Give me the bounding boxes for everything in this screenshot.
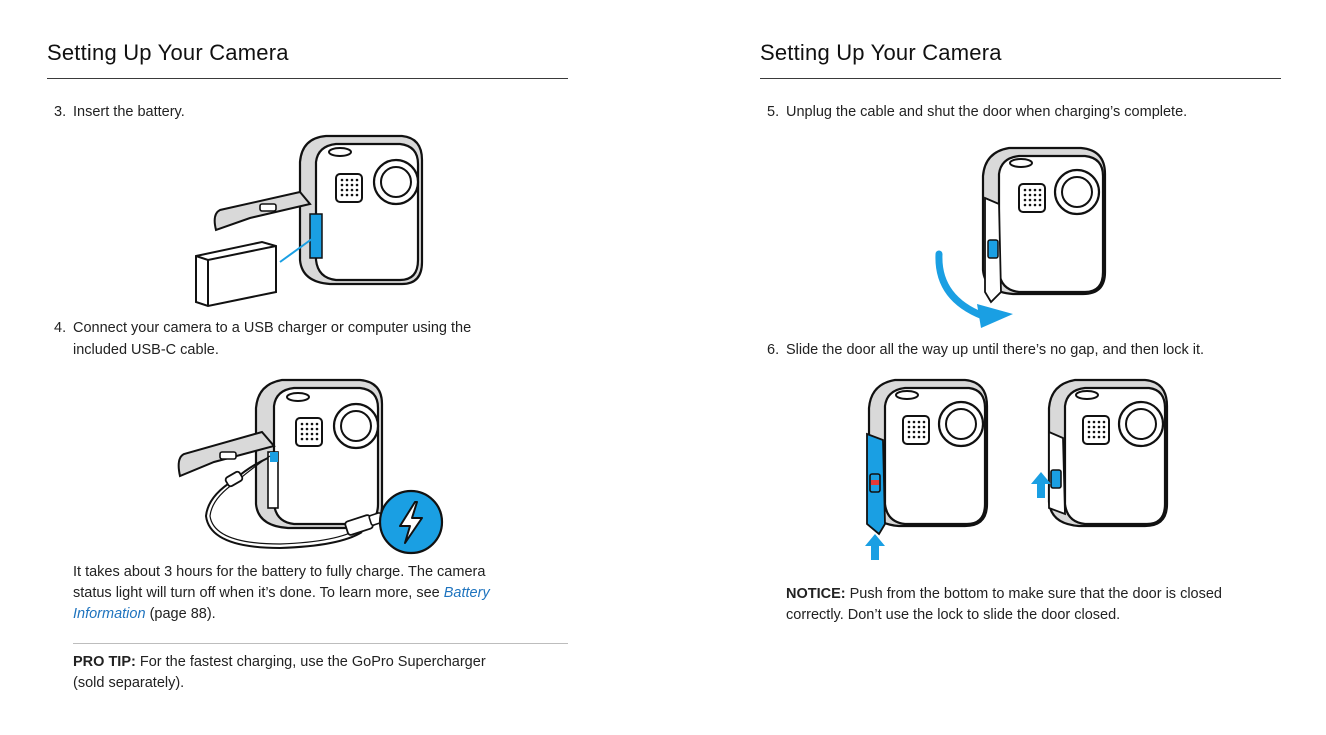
camera-charging-illustration	[177, 378, 384, 550]
charge-note-line-1: It takes about 3 hours for the battery t…	[73, 564, 486, 580]
step-text: Unplug the cable and shut the door when …	[786, 104, 1188, 120]
charge-note-text: status light will turn off when it’s don…	[73, 585, 444, 601]
step-text-line-2: included USB-C cable.	[73, 342, 219, 358]
camera-battery-illustration	[195, 134, 424, 308]
camera-door-close-illustration	[981, 146, 1107, 304]
pro-tip-line-1: PRO TIP: For the fastest charging, use t…	[73, 652, 573, 673]
step-4: 4. Connect your camera to a USB charger …	[54, 317, 614, 361]
step-text: Insert the battery.	[73, 104, 185, 120]
step-number: 4.	[54, 320, 67, 336]
pro-tip-divider	[73, 643, 568, 644]
notice-line-2: correctly. Don’t use the lock to slide t…	[786, 607, 1121, 623]
step-text-line-1: Connect your camera to a USB charger or …	[73, 320, 472, 336]
notice-text: Push from the bottom to make sure that t…	[845, 586, 1222, 602]
charge-note-line-3: Information (page 88).	[73, 604, 573, 625]
page-title: Setting Up Your Camera	[760, 40, 1002, 65]
curved-arrow-icon	[935, 250, 1013, 328]
notice-line-1: NOTICE: Push from the bottom to make sur…	[786, 584, 1306, 605]
step-6: 6. Slide the door all the way up until t…	[767, 339, 1307, 361]
pro-tip-line-2: (sold separately).	[73, 675, 185, 691]
left-page: Setting Up Your Camera 3. Insert the bat…	[47, 40, 614, 696]
step-number: 3.	[54, 104, 67, 120]
step-number: 5.	[767, 104, 780, 120]
page-reference: (page 88).	[145, 606, 216, 622]
title-rule	[47, 78, 568, 79]
pro-tip-text: For the fastest charging, use the GoPro …	[135, 654, 486, 670]
step-5: 5. Unplug the cable and shut the door wh…	[767, 101, 1287, 123]
step-number: 6.	[767, 342, 780, 358]
right-page: Setting Up Your Camera 5. Unplug the cab…	[663, 0, 1326, 735]
charge-note: It takes about 3 hours for the battery t…	[73, 562, 573, 628]
charge-note-line-2: status light will turn off when it’s don…	[73, 583, 573, 604]
up-arrow-icon	[865, 534, 885, 560]
lightning-bolt-icon	[378, 489, 444, 555]
camera-door-slide-illustration	[865, 378, 1169, 560]
notice: NOTICE: Push from the bottom to make sur…	[786, 584, 1306, 628]
notice-label: NOTICE:	[786, 586, 846, 602]
title-rule	[760, 78, 1281, 79]
step-text: Slide the door all the way up until ther…	[786, 342, 1205, 358]
pro-tip-label: PRO TIP:	[73, 654, 136, 670]
page-title: Setting Up Your Camera	[47, 40, 289, 65]
step-3: 3. Insert the battery.	[54, 101, 574, 123]
battery-information-link[interactable]: Battery	[443, 585, 490, 601]
battery-information-link-continued[interactable]: Information	[73, 606, 146, 622]
pro-tip: PRO TIP: For the fastest charging, use t…	[73, 652, 573, 696]
